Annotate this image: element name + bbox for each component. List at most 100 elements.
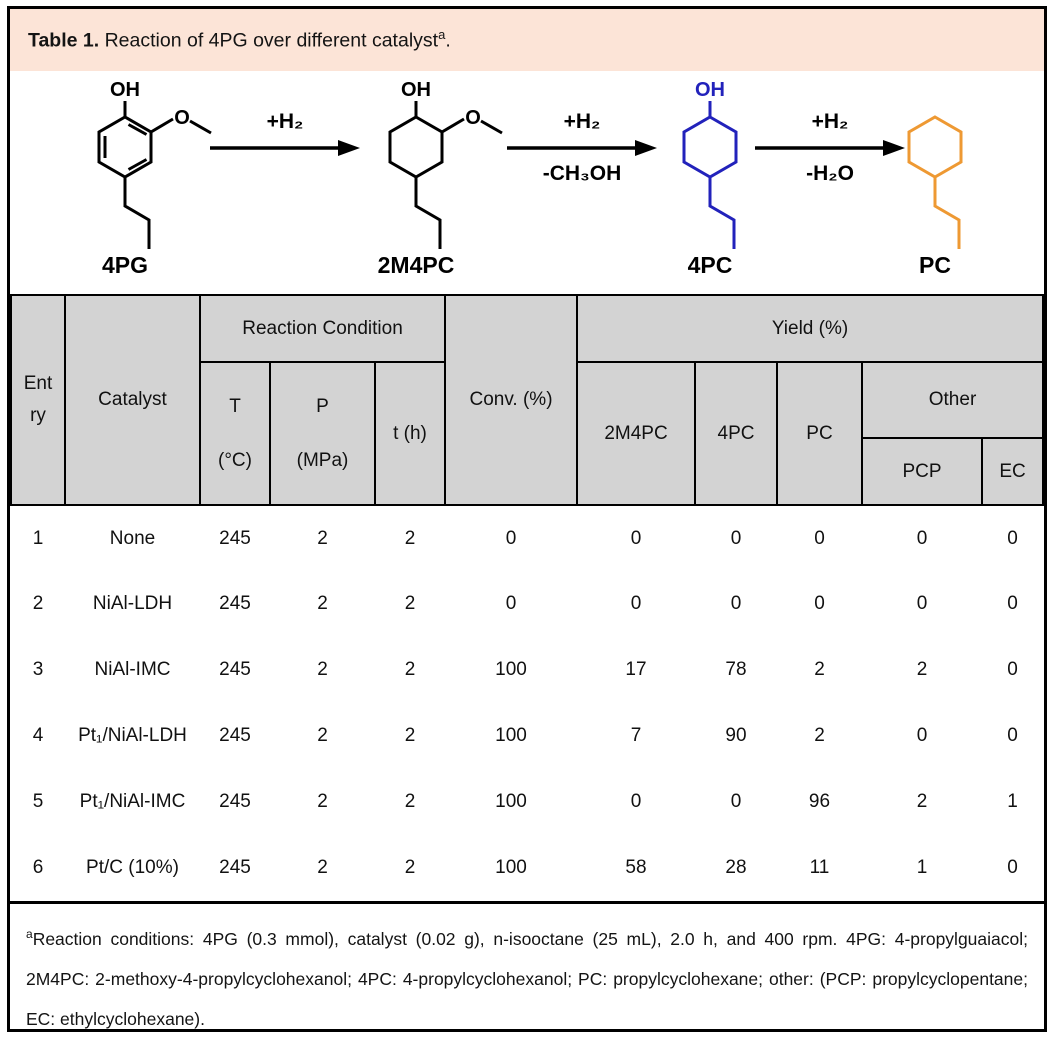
arrow-label-above: +H₂: [266, 110, 304, 133]
table-cell: 3: [11, 637, 65, 703]
table-cell: 28: [695, 835, 777, 901]
table-cell: 245: [200, 703, 270, 769]
table-cell: 0: [695, 769, 777, 835]
table-cell: 100: [445, 769, 577, 835]
reaction-arrow-2: +H₂ -CH₃OH: [507, 107, 657, 189]
col-header-conversion: Conv. (%): [444, 294, 578, 506]
footnote: aReaction conditions: 4PG (0.3 mmol), ca…: [10, 901, 1044, 1030]
atom-label-o: O: [465, 107, 481, 129]
table-cell: 2: [375, 571, 445, 637]
molecule-4pg: OH O 4PG: [97, 79, 212, 278]
footnote-text: Reaction conditions: 4PG (0.3 mmol), cat…: [26, 928, 1028, 1029]
table-cell: 0: [777, 571, 862, 637]
table-cell: 2: [375, 505, 445, 571]
atom-label-oh: OH: [110, 79, 140, 101]
footnote-superscript: a: [26, 927, 33, 941]
table-cell: 4: [11, 703, 65, 769]
table-cell: 0: [445, 571, 577, 637]
table-cell: 1: [11, 505, 65, 571]
table-cell: 0: [982, 835, 1044, 901]
table-title: Table 1. Reaction of 4PG over different …: [10, 9, 1044, 71]
col-header-entry: Entry: [10, 294, 66, 506]
molecule-pc: PC: [907, 115, 963, 278]
molecule-label: 4PG: [102, 252, 148, 278]
col-header-4pc: 4PC: [694, 361, 778, 506]
atom-label-oh: OH: [401, 79, 431, 101]
table-cell: 245: [200, 769, 270, 835]
table-cell: 17: [577, 637, 695, 703]
results-table: Entry Catalyst Reaction Condition Conv. …: [10, 294, 1045, 901]
table-cell: 2: [270, 571, 375, 637]
table-cell: 0: [982, 571, 1044, 637]
molecule-4pc: OH 4PC: [682, 79, 738, 278]
table-cell: 0: [577, 505, 695, 571]
col-header-catalyst: Catalyst: [64, 294, 201, 506]
group-header-reaction-condition: Reaction Condition: [199, 294, 446, 363]
molecule-label: PC: [919, 252, 951, 278]
table-number: Table 1.: [28, 29, 100, 52]
atom-label-oh: OH: [695, 79, 725, 101]
table-cell: 100: [445, 835, 577, 901]
table-cell: 2: [270, 505, 375, 571]
table-cell: 0: [695, 571, 777, 637]
arrow-label-below: -H₂O: [806, 162, 854, 185]
table-cell: 2: [270, 703, 375, 769]
bonds-4pc: [682, 101, 738, 249]
table-cell: 245: [200, 835, 270, 901]
table-cell: 2: [270, 769, 375, 835]
table-cell: 2: [862, 637, 982, 703]
table-cell: 0: [695, 505, 777, 571]
title-footnote-marker: a: [438, 27, 446, 43]
table-cell: 2: [862, 769, 982, 835]
table-cell: 90: [695, 703, 777, 769]
table-cell: Pt₁/NiAl-IMC: [65, 769, 200, 835]
table-cell: 245: [200, 505, 270, 571]
table-caption: Reaction of 4PG over different catalyst: [99, 29, 439, 52]
table-cell: 7: [577, 703, 695, 769]
bonds-2m4pc: [388, 101, 503, 249]
table-cell: 11: [777, 835, 862, 901]
table-cell: 2: [270, 835, 375, 901]
table-cell: 0: [862, 703, 982, 769]
table-cell: 0: [982, 505, 1044, 571]
table-cell: 0: [445, 505, 577, 571]
group-header-yield: Yield (%): [575, 294, 1045, 363]
table-cell: 58: [577, 835, 695, 901]
arrow-shaft-icon: [507, 140, 657, 156]
table-cell: 2: [777, 703, 862, 769]
table-cell: 0: [982, 703, 1044, 769]
table-cell: NiAl-IMC: [65, 637, 200, 703]
table-cell: 2: [11, 571, 65, 637]
molecule-label: 2M4PC: [378, 252, 455, 278]
arrow-label-above: +H₂: [811, 110, 849, 133]
table-title-text: Table 1. Reaction of 4PG over different …: [28, 27, 451, 53]
table-cell: 2: [777, 637, 862, 703]
col-header-time: t (h): [374, 361, 446, 506]
table-cell: 100: [445, 637, 577, 703]
table-cell: 0: [862, 571, 982, 637]
table-cell: 2: [270, 637, 375, 703]
table-cell: NiAl-LDH: [65, 571, 200, 637]
table-cell: 0: [577, 571, 695, 637]
table-cell: 2: [375, 835, 445, 901]
table-cell: 1: [862, 835, 982, 901]
reaction-arrow-1: +H₂: [210, 107, 360, 189]
col-header-2m4pc: 2M4PC: [576, 361, 696, 506]
col-header-pc: PC: [776, 361, 863, 506]
table-cell: 2: [375, 703, 445, 769]
table-cell: 100: [445, 703, 577, 769]
table-cell: 245: [200, 571, 270, 637]
table-cell: 245: [200, 637, 270, 703]
reaction-arrow-3: +H₂ -H₂O: [755, 107, 905, 189]
table-cell: 6: [11, 835, 65, 901]
molecule-2m4pc: OH O 2M4PC: [378, 79, 503, 278]
table-cell: Pt/C (10%): [65, 835, 200, 901]
col-header-pressure: P (MPa): [269, 361, 376, 506]
reaction-scheme: OH O 4PG +H₂ OH O 2M4PC: [10, 71, 1044, 294]
table-cell: 2: [375, 637, 445, 703]
